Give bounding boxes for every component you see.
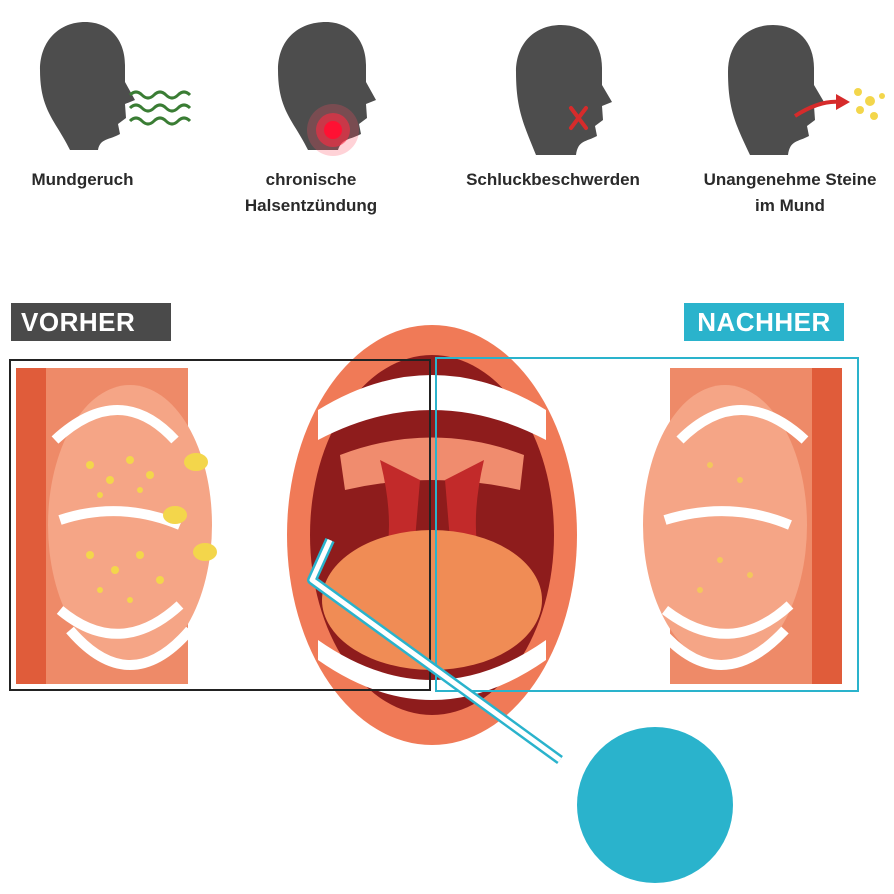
swallow-cross-icon bbox=[516, 25, 612, 155]
throat-inflammation-icon bbox=[278, 22, 376, 156]
bad-breath-waves-icon bbox=[40, 22, 192, 150]
after-frame bbox=[435, 357, 859, 692]
before-badge: VORHER bbox=[11, 303, 171, 341]
after-tonsil-panel bbox=[643, 368, 842, 684]
stones-arrow-icon bbox=[728, 25, 885, 155]
open-mouth bbox=[287, 325, 577, 745]
symptom-bad-breath: Mundgeruch bbox=[0, 0, 223, 230]
symptom-label: Schluckbeschwerden bbox=[466, 170, 640, 189]
before-tonsil-panel bbox=[16, 368, 217, 684]
tonsil-stone-remover-tool bbox=[307, 537, 733, 883]
symptom-swallowing: Schluckbeschwerden bbox=[446, 0, 670, 230]
after-badge: NACHHER bbox=[684, 303, 844, 341]
before-frame bbox=[9, 359, 431, 691]
tonsil-comparison-illustration bbox=[9, 325, 859, 883]
symptom-label: Mundgeruch bbox=[31, 170, 134, 189]
